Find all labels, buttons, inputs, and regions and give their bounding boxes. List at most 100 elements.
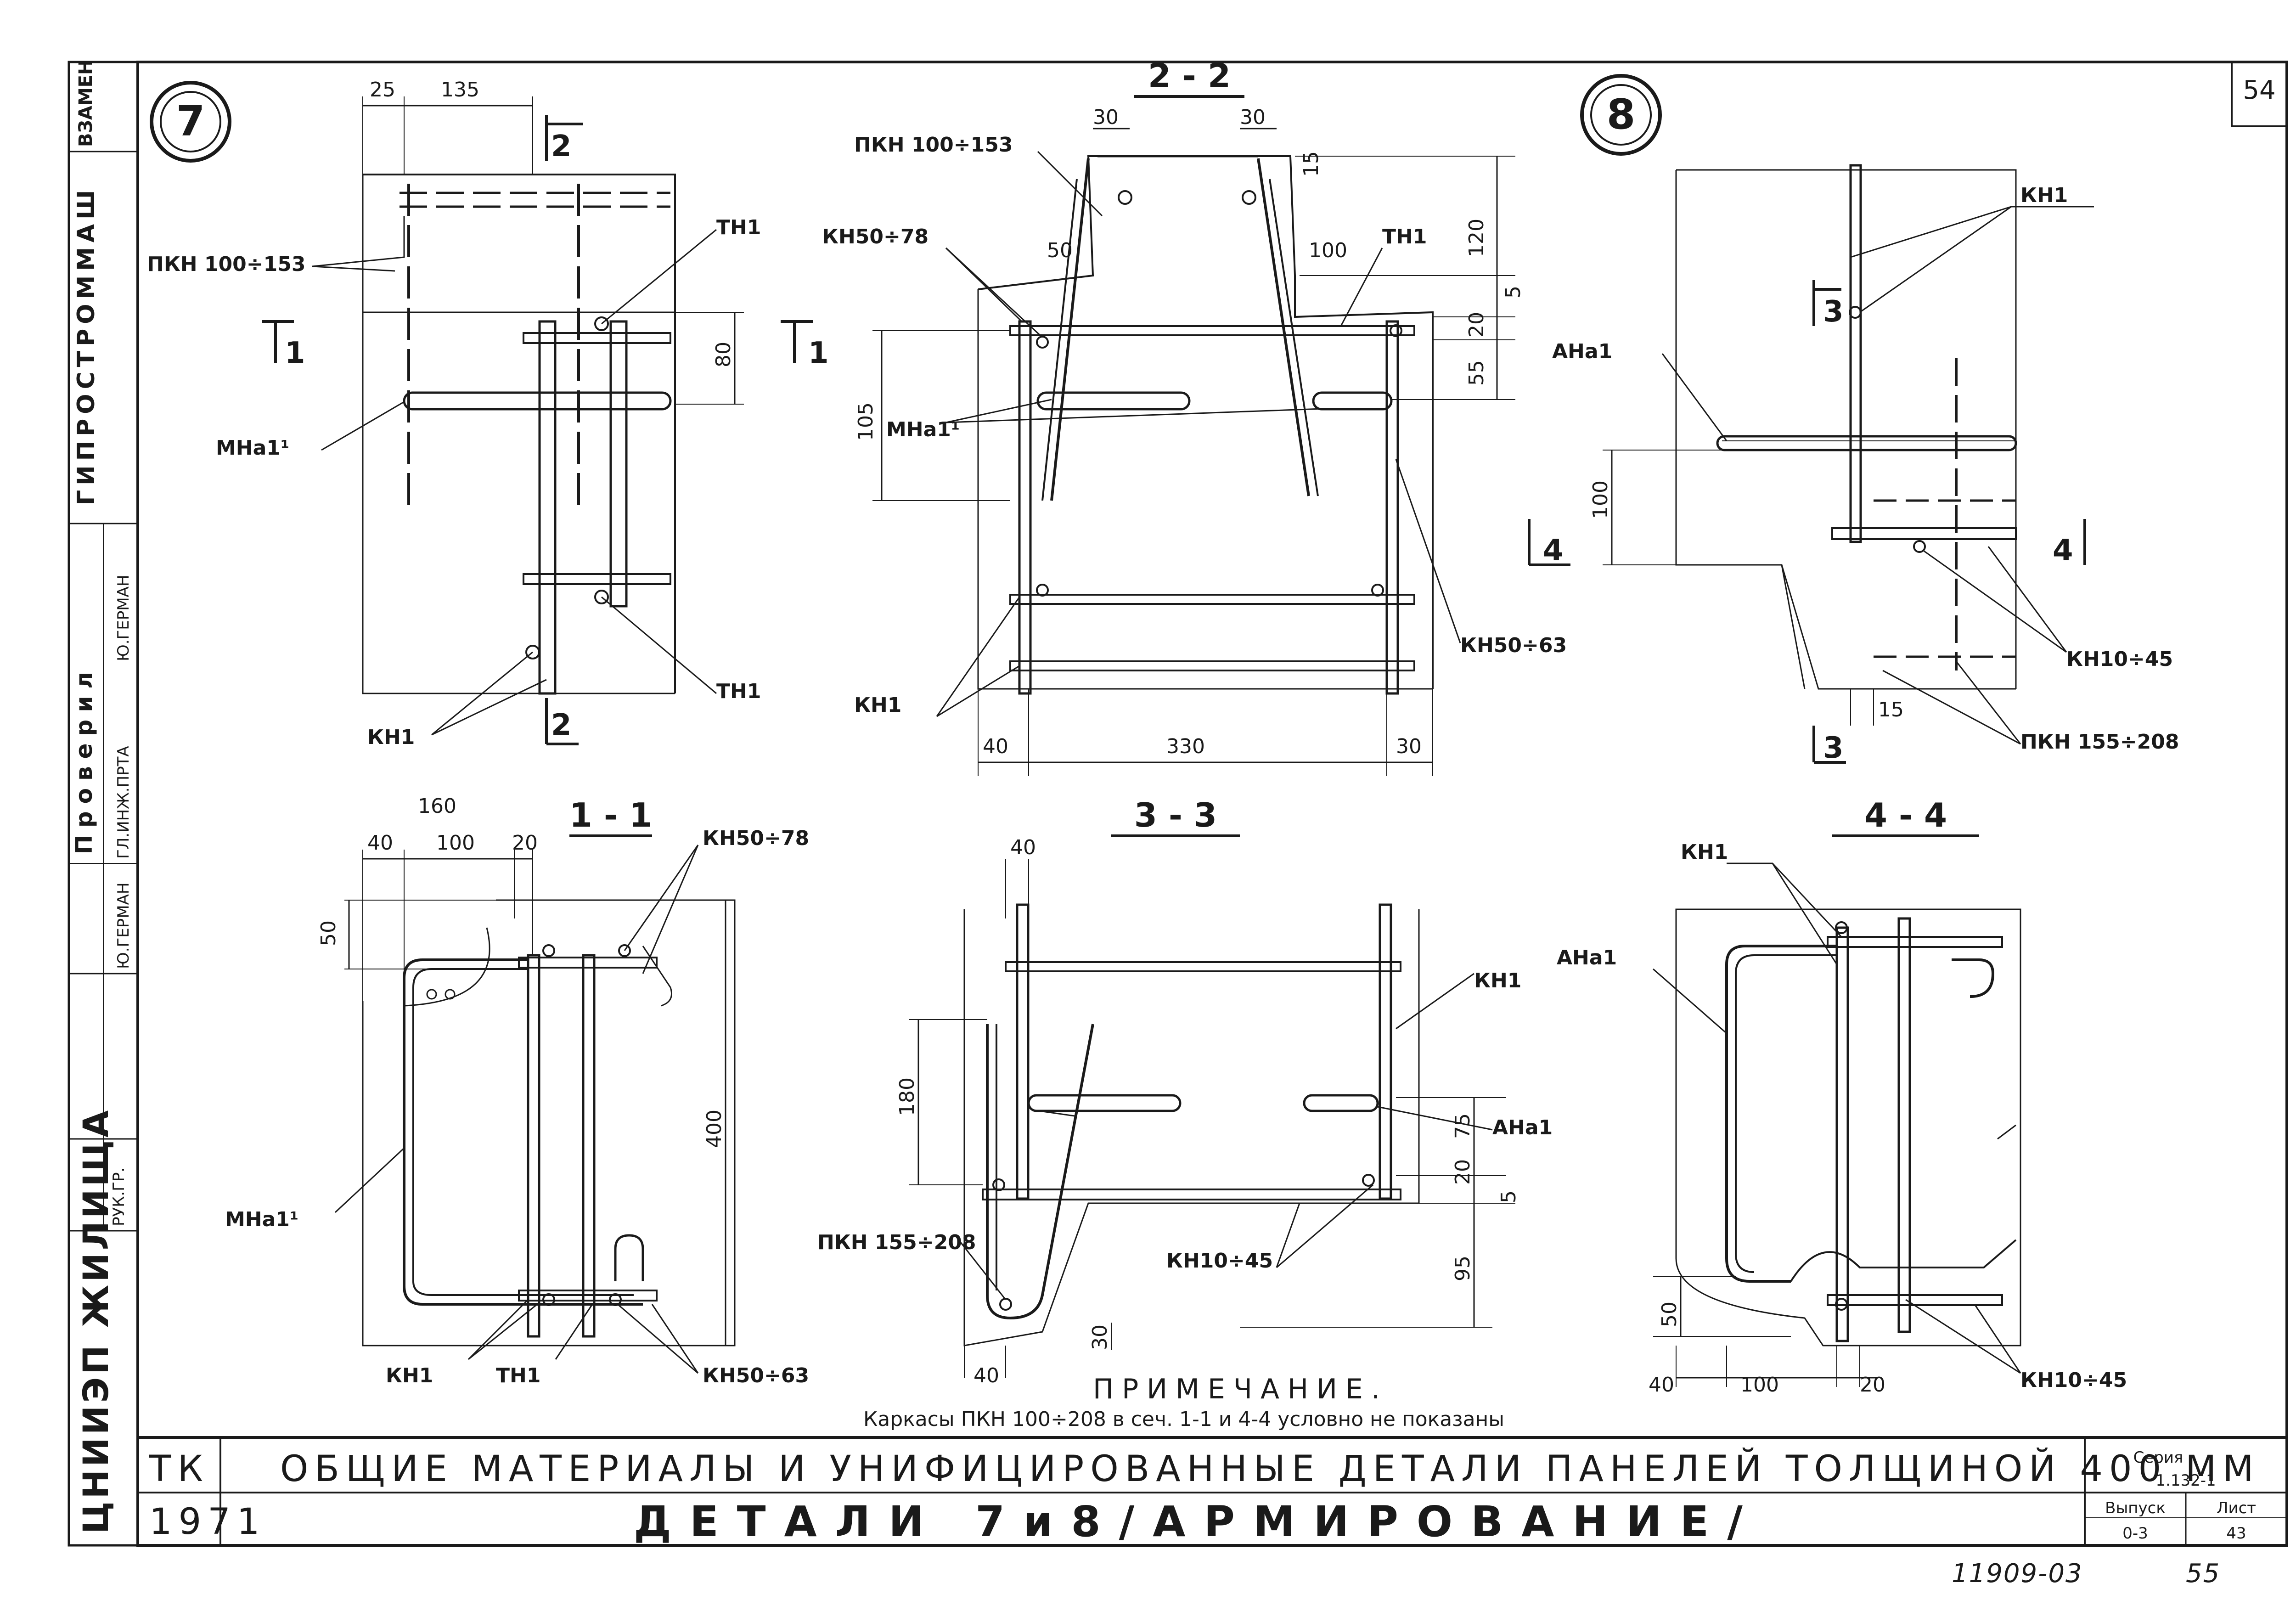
dim-330: 330 bbox=[1166, 735, 1205, 758]
sidebar-chief-label: ГЛ.ИНЖ.ПРТА bbox=[114, 746, 133, 859]
sidebar-checked-label: Проверил bbox=[71, 665, 97, 854]
label-kn10-45-d8: КН10÷45 bbox=[2066, 648, 2173, 671]
label-pkn100-153-s22: ПКН 100÷153 bbox=[854, 133, 1013, 157]
sidebar-vzamen: ВЗАМЕН bbox=[75, 60, 96, 147]
dim-100-d8: 100 bbox=[1589, 480, 1612, 519]
section-titles: 2 - 2 1 - 1 3 - 3 4 - 4 bbox=[569, 56, 1979, 837]
label-pkn155-208-s33: ПКН 155÷208 bbox=[817, 1231, 976, 1254]
detail-8-text: КН1 АНа1 КН10÷45 ПКН 155÷208 100 15 4 4 … bbox=[1543, 184, 2179, 765]
sidebar: ВЗАМЕН ГИПРОСТРОММАШ Проверил Ю.ГЕРМАН Г… bbox=[71, 60, 133, 1534]
label-kn1-s22: КН1 bbox=[854, 693, 901, 717]
dim-25: 25 bbox=[370, 78, 395, 101]
cut-2-top: 2 bbox=[551, 130, 572, 163]
issue-label: Выпуск bbox=[2105, 1499, 2166, 1517]
section-2-2-text: 30 30 15 120 5 20 55 105 50 100 40 330 3… bbox=[808, 106, 1567, 758]
label-kn50-78-s22: КН50÷78 bbox=[822, 225, 929, 248]
dim-40: 40 bbox=[983, 735, 1008, 758]
label-kn1-s44: КН1 bbox=[1681, 840, 1728, 864]
series-value: 1.132-1 bbox=[2155, 1471, 2216, 1490]
sidebar-org2: ЦНИИЭП ЖИЛИЩА bbox=[75, 1108, 116, 1534]
detail-7-text: 25 135 80 ПКН 100÷153 ТН1 ТН1 МНа1¹ КН1 … bbox=[147, 78, 761, 749]
dim-15-d8: 15 bbox=[1878, 698, 1904, 721]
dim-15: 15 bbox=[1300, 151, 1323, 177]
issue-value: 0-3 bbox=[2122, 1524, 2148, 1543]
label-kn10-45-s44: КН10÷45 bbox=[2020, 1369, 2127, 1392]
label-kn10-45-s33: КН10÷45 bbox=[1166, 1249, 1273, 1273]
detail-8-number: 8 bbox=[1607, 90, 1636, 139]
year: 1971 bbox=[149, 1501, 266, 1543]
section-4-4-text: КН1 АНа1 КН10÷45 50 40 100 20 bbox=[1557, 840, 2127, 1397]
section-2-2: 2 - 2 bbox=[1148, 56, 1231, 95]
dim-20-s11: 20 bbox=[512, 831, 538, 855]
label-kn1-s33: КН1 bbox=[1474, 969, 1521, 992]
cut-3-bottom: 3 bbox=[1823, 731, 1844, 765]
section-3-3: 3 - 3 bbox=[1134, 796, 1217, 834]
note: ПРИМЕЧАНИЕ. Каркасы ПКН 100÷208 в сеч. 1… bbox=[863, 1373, 1504, 1431]
title-block: ТК 1971 ОБЩИЕ МАТЕРИАЛЫ И УНИФИЦИРОВАННЫ… bbox=[149, 75, 2276, 1589]
title-line1: ОБЩИЕ МАТЕРИАЛЫ И УНИФИЦИРОВАННЫЕ ДЕТАЛИ… bbox=[280, 1448, 2260, 1490]
detail-8-plan bbox=[1528, 164, 2094, 764]
section-4-4: 4 - 4 bbox=[1864, 796, 1947, 834]
section-1-1-drawing bbox=[334, 845, 736, 1374]
section-1-1-text: 160 40 100 20 50 400 КН50÷78 МНа1¹ КН1 Т… bbox=[225, 794, 809, 1387]
dim-5-s33: 5 bbox=[1497, 1190, 1520, 1203]
dim-120: 120 bbox=[1465, 219, 1488, 257]
cut-4-right: 4 bbox=[2053, 534, 2073, 568]
label-mna11-s11: МНа1¹ bbox=[225, 1208, 298, 1231]
label-th1-s22: ТН1 bbox=[1382, 225, 1427, 248]
dim-30-left: 30 bbox=[1093, 106, 1119, 129]
dim-105: 105 bbox=[854, 402, 878, 441]
dim-40-s44: 40 bbox=[1649, 1373, 1674, 1397]
detail-markers: 7 8 bbox=[150, 74, 1662, 163]
dim-135: 135 bbox=[441, 78, 479, 101]
section-3-3-drawing bbox=[909, 859, 1515, 1378]
leaf-value: 43 bbox=[2226, 1524, 2246, 1543]
section-3-3-text: 40 180 75 20 5 95 30 40 КН1 АНа1 КН10÷45… bbox=[817, 836, 1553, 1387]
label-kn50-78-s11: КН50÷78 bbox=[703, 827, 809, 850]
series-label: Серия bbox=[2133, 1448, 2183, 1467]
label-mna11-s22: МНа1¹ bbox=[886, 418, 960, 441]
cut-1: 1 bbox=[285, 336, 305, 370]
dim-160: 160 bbox=[418, 794, 456, 818]
sidebar-name2: Ю.ГЕРМАН bbox=[114, 883, 133, 969]
label-ana1-d8: АНа1 bbox=[1552, 340, 1612, 363]
note-text: Каркасы ПКН 100÷208 в сеч. 1-1 и 4-4 усл… bbox=[863, 1408, 1504, 1431]
doc-number: 11909-03 bbox=[1952, 1559, 2083, 1589]
label-pkn155-208-d8: ПКН 155÷208 bbox=[2020, 730, 2179, 754]
dim-40-s33: 40 bbox=[1010, 836, 1036, 859]
cut-1-s22: 1 bbox=[808, 336, 829, 370]
dim-20-s33: 20 bbox=[1451, 1159, 1474, 1185]
label-th1-top: ТН1 bbox=[716, 216, 761, 239]
cut-2-bottom: 2 bbox=[551, 708, 572, 742]
dim-75: 75 bbox=[1451, 1113, 1474, 1139]
section-2-2-drawing bbox=[781, 128, 1515, 776]
dim-100: 100 bbox=[1309, 239, 1347, 262]
sheet-number: 54 bbox=[2243, 75, 2275, 105]
note-heading: ПРИМЕЧАНИЕ. bbox=[1093, 1373, 1388, 1405]
dim-20-s44: 20 bbox=[1860, 1373, 1885, 1397]
dim-95: 95 bbox=[1451, 1256, 1474, 1281]
label-kn1-s11: КН1 bbox=[386, 1364, 433, 1387]
dim-5: 5 bbox=[1502, 286, 1525, 299]
label-ana1-s44: АНа1 bbox=[1557, 946, 1617, 969]
dim-80: 80 bbox=[712, 342, 735, 367]
label-pkn100-153: ПКН 100÷153 bbox=[147, 253, 306, 276]
label-kn50-63-s22: КН50÷63 bbox=[1460, 634, 1567, 657]
page-number: 55 bbox=[2186, 1559, 2220, 1589]
sidebar-org1: ГИПРОСТРОММАШ bbox=[73, 186, 100, 505]
dim-50-s44: 50 bbox=[1658, 1301, 1681, 1327]
dim-50: 50 bbox=[1047, 239, 1073, 262]
code-left: ТК bbox=[149, 1448, 209, 1490]
label-kn1: КН1 bbox=[367, 726, 415, 749]
label-th1-bottom: ТН1 bbox=[716, 680, 761, 703]
sidebar-head-label: РУК.ГР. bbox=[110, 1167, 128, 1226]
label-kn50-63-s11: КН50÷63 bbox=[703, 1364, 809, 1387]
dim-100-s11: 100 bbox=[436, 831, 475, 855]
cut-3-top: 3 bbox=[1823, 295, 1844, 329]
sidebar-checked-name: Ю.ГЕРМАН bbox=[114, 575, 133, 661]
dim-30-bottom: 30 bbox=[1396, 735, 1422, 758]
label-ana1-s33: АНа1 bbox=[1492, 1116, 1553, 1139]
cut-4-left: 4 bbox=[1543, 534, 1564, 568]
label-kn1-d8: КН1 bbox=[2020, 184, 2068, 207]
